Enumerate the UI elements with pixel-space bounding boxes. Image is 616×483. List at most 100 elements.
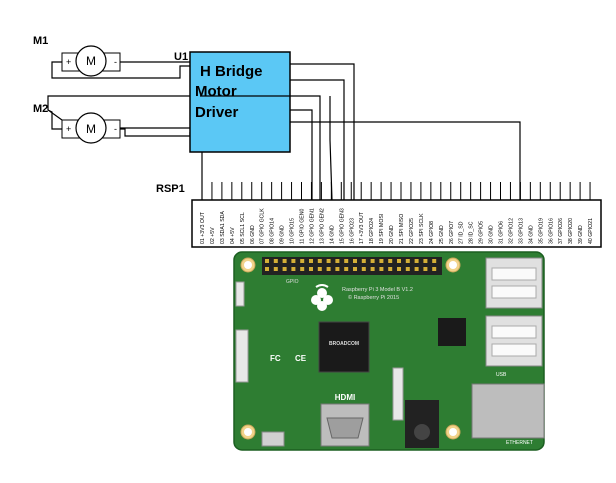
board-gpio-pin <box>397 267 401 271</box>
wire-driver-gpio-d <box>290 109 313 200</box>
header-pin-label: 31 GPIO6 <box>499 221 505 244</box>
header-pin-label: 02 +5V <box>210 227 216 244</box>
driver-ref-label: U1 <box>174 51 188 63</box>
fc-mark: FC <box>270 354 281 363</box>
board-gpio-pin <box>265 267 269 271</box>
header-pin-label: 34 GND <box>528 225 534 244</box>
usb-lan-chip <box>438 318 466 346</box>
header-pin-label: 37 GPIO26 <box>558 218 564 244</box>
usb-port-2-slot-b <box>491 343 537 357</box>
header-pin-label: 21 SPI MISO <box>399 214 405 244</box>
header-pin-label: 11 GPIO GEN0 <box>300 209 306 244</box>
header-pin-label: 36 GPIO16 <box>548 218 554 244</box>
hdmi-socket <box>326 417 364 439</box>
header-pin-label: 26 GPIO7 <box>449 221 455 244</box>
mount-hole-tr-inner <box>449 261 457 269</box>
header-pin-label: 05 SCL1 SCL <box>240 212 246 244</box>
board-gpio-pin <box>335 259 340 263</box>
driver-title-line2: Motor <box>195 83 237 100</box>
board-gpio-pin <box>353 259 357 263</box>
wire-m1-plus <box>51 61 190 79</box>
header-pin-label: 28 ID_SC <box>469 221 475 244</box>
usb-port-1 <box>485 257 543 309</box>
board-gpio-pin <box>388 259 393 263</box>
header-pin-label: 33 GPIO13 <box>518 218 524 244</box>
board-gpio-pin <box>265 259 269 263</box>
header-ref-label: RSP1 <box>156 183 185 195</box>
board-gpio-pin <box>300 259 305 263</box>
board-gpio-pin <box>379 259 384 263</box>
motor-m2: M2 M + - <box>33 103 121 144</box>
header-pin-label: 09 GND <box>280 225 286 244</box>
motor-m2-label: M2 <box>33 103 48 115</box>
board-gpio-pin <box>326 267 331 271</box>
board-gpio-pin <box>405 267 410 271</box>
mount-hole-br-inner <box>449 428 457 436</box>
header-pin-label: 32 GPIO12 <box>508 218 514 244</box>
motor-m1-minus: - <box>114 57 117 67</box>
header-pin-label: 25 GND <box>439 225 445 244</box>
wire-m2-plus-route <box>47 95 190 121</box>
usb-port-2-slot-a <box>491 325 537 339</box>
header-pin-label: 29 GPIO5 <box>479 221 485 244</box>
ethernet-port <box>471 383 545 439</box>
board-gpio-pin <box>317 259 322 263</box>
board-gpio-pin <box>397 259 401 263</box>
header-body <box>191 199 602 248</box>
board-gpio-pin <box>370 259 375 263</box>
driver-header-wires <box>200 63 521 201</box>
board-gpio-pin <box>379 267 384 271</box>
header-pin-label: 30 GND <box>489 225 495 244</box>
wire-driver-gnd <box>329 96 333 201</box>
driver-title-line1: H Bridge <box>200 63 263 80</box>
header-pin-label: 17 +3V3 OUT <box>359 211 365 244</box>
header-pin-label: 22 GPIO25 <box>409 218 415 244</box>
header-pin-label: 20 GND <box>389 225 395 244</box>
board-gpio-pin <box>300 267 305 271</box>
wire-driver-gpio-b <box>290 79 345 200</box>
board-gpio-pin <box>309 267 313 271</box>
header-pin-label: 14 GND <box>329 225 335 244</box>
header-pin-label: 06 GND <box>250 225 256 244</box>
wire-m2-plus <box>47 109 62 130</box>
board-gpio-pin <box>273 259 278 263</box>
usb-port-1-slot-a <box>491 267 537 281</box>
micro-usb-port <box>261 431 285 447</box>
header-pin-label: 27 ID_SD <box>459 221 465 244</box>
driver-title-line3: Driver <box>195 104 239 121</box>
audio-jack-hole <box>414 424 430 440</box>
usb-label: USB <box>496 372 507 378</box>
header-pin-label: 38 GPIO20 <box>568 218 574 244</box>
ethernet-label: ETHERNET <box>506 440 533 446</box>
board-gpio-pin <box>309 259 313 263</box>
ce-mark: CE <box>295 354 307 363</box>
board-gpio-pin <box>432 267 437 271</box>
header-pin-label: 40 GPIO21 <box>588 218 594 244</box>
header-pin-label: 01 +3V3 OUT <box>200 211 206 244</box>
usb-port-2 <box>485 315 543 367</box>
motor-m2-symbol: M <box>86 122 96 136</box>
board-gpio-pin <box>414 259 419 263</box>
motor-m2-circle <box>75 112 107 144</box>
board-gpio-pin <box>282 267 287 271</box>
header-pin-label: 24 GPIO8 <box>429 221 435 244</box>
board-gpio-pin <box>344 259 349 263</box>
h-bridge-driver: U1 H Bridge Motor Driver <box>174 51 291 153</box>
camera-connector <box>392 367 404 421</box>
header-pin-label: 18 GPIO24 <box>369 218 375 244</box>
header-pin-label: 35 GPIO19 <box>538 218 544 244</box>
header-pin-label: 39 GND <box>578 225 584 244</box>
board-gpio-pin <box>423 259 428 263</box>
board-gpio-pin <box>361 267 366 271</box>
hdmi-label: HDMI <box>335 393 355 402</box>
board-gpio-pin <box>335 267 340 271</box>
usb-port-1-slot-b <box>491 285 537 299</box>
board-gpio-pin <box>388 267 393 271</box>
board-gpio-pin <box>326 259 331 263</box>
board-model-line1: Raspberry Pi 3 Model B V1.2 <box>342 287 413 293</box>
board-gpio-pin <box>291 259 296 263</box>
motor-m1-symbol: M <box>86 54 96 68</box>
